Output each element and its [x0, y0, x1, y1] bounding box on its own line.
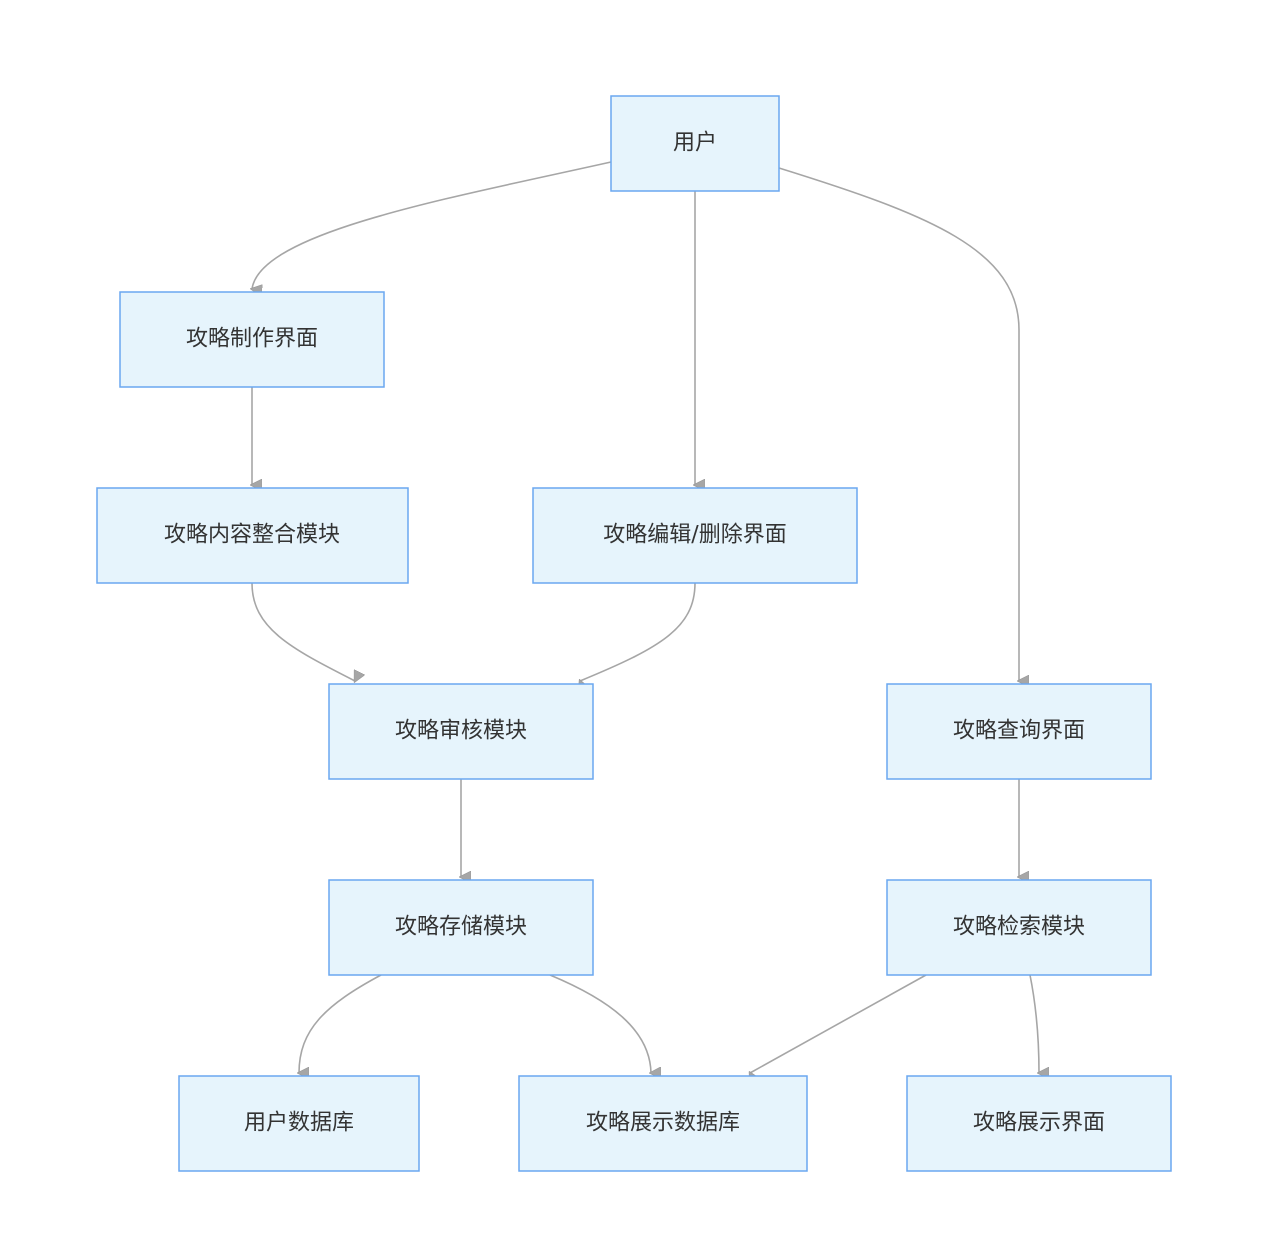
node-display-db-label: 攻略展示数据库	[586, 1111, 740, 1136]
node-query-ui-label: 攻略查询界面	[953, 719, 1085, 744]
node-user-label: 用户	[673, 131, 717, 156]
edges-layer	[251, 161, 1039, 1073]
node-search[interactable]: 攻略检索模块	[886, 879, 1152, 976]
node-review-label: 攻略审核模块	[395, 719, 527, 744]
node-storage-label: 攻略存储模块	[395, 915, 527, 940]
node-integrate[interactable]: 攻略内容整合模块	[96, 487, 409, 584]
node-query-ui[interactable]: 攻略查询界面	[886, 683, 1152, 780]
edge-user-to-query-ui	[778, 167, 1019, 681]
node-edit-ui-label: 攻略编辑/删除界面	[603, 523, 786, 548]
node-user[interactable]: 用户	[610, 95, 780, 192]
edge-storage-to-user-db	[299, 974, 382, 1073]
edge-user-to-create-ui	[252, 161, 612, 289]
node-display-ui-label: 攻略展示界面	[973, 1111, 1105, 1136]
edge-integrate-to-review	[251, 582, 355, 681]
node-storage[interactable]: 攻略存储模块	[328, 879, 594, 976]
node-user-db[interactable]: 用户数据库	[178, 1075, 420, 1172]
node-create-ui-label: 攻略制作界面	[186, 327, 318, 352]
node-display-ui[interactable]: 攻略展示界面	[906, 1075, 1172, 1172]
node-create-ui[interactable]: 攻略制作界面	[119, 291, 385, 388]
node-user-db-label: 用户数据库	[244, 1111, 354, 1136]
node-display-db[interactable]: 攻略展示数据库	[518, 1075, 808, 1172]
node-edit-ui[interactable]: 攻略编辑/删除界面	[532, 487, 858, 584]
edge-search-to-display-ui	[1029, 974, 1039, 1073]
node-review[interactable]: 攻略审核模块	[328, 683, 594, 780]
nodes-layer: 用户 攻略制作界面 攻略内容整合模块 攻略编辑/删除界面 攻略审核模块 攻略查询…	[96, 95, 1172, 1172]
node-integrate-label: 攻略内容整合模块	[164, 523, 340, 548]
node-search-label: 攻略检索模块	[953, 915, 1085, 940]
edge-storage-to-display-db	[549, 974, 651, 1073]
edge-edit-ui-to-review	[580, 582, 696, 681]
edge-search-to-display-db	[750, 974, 927, 1073]
